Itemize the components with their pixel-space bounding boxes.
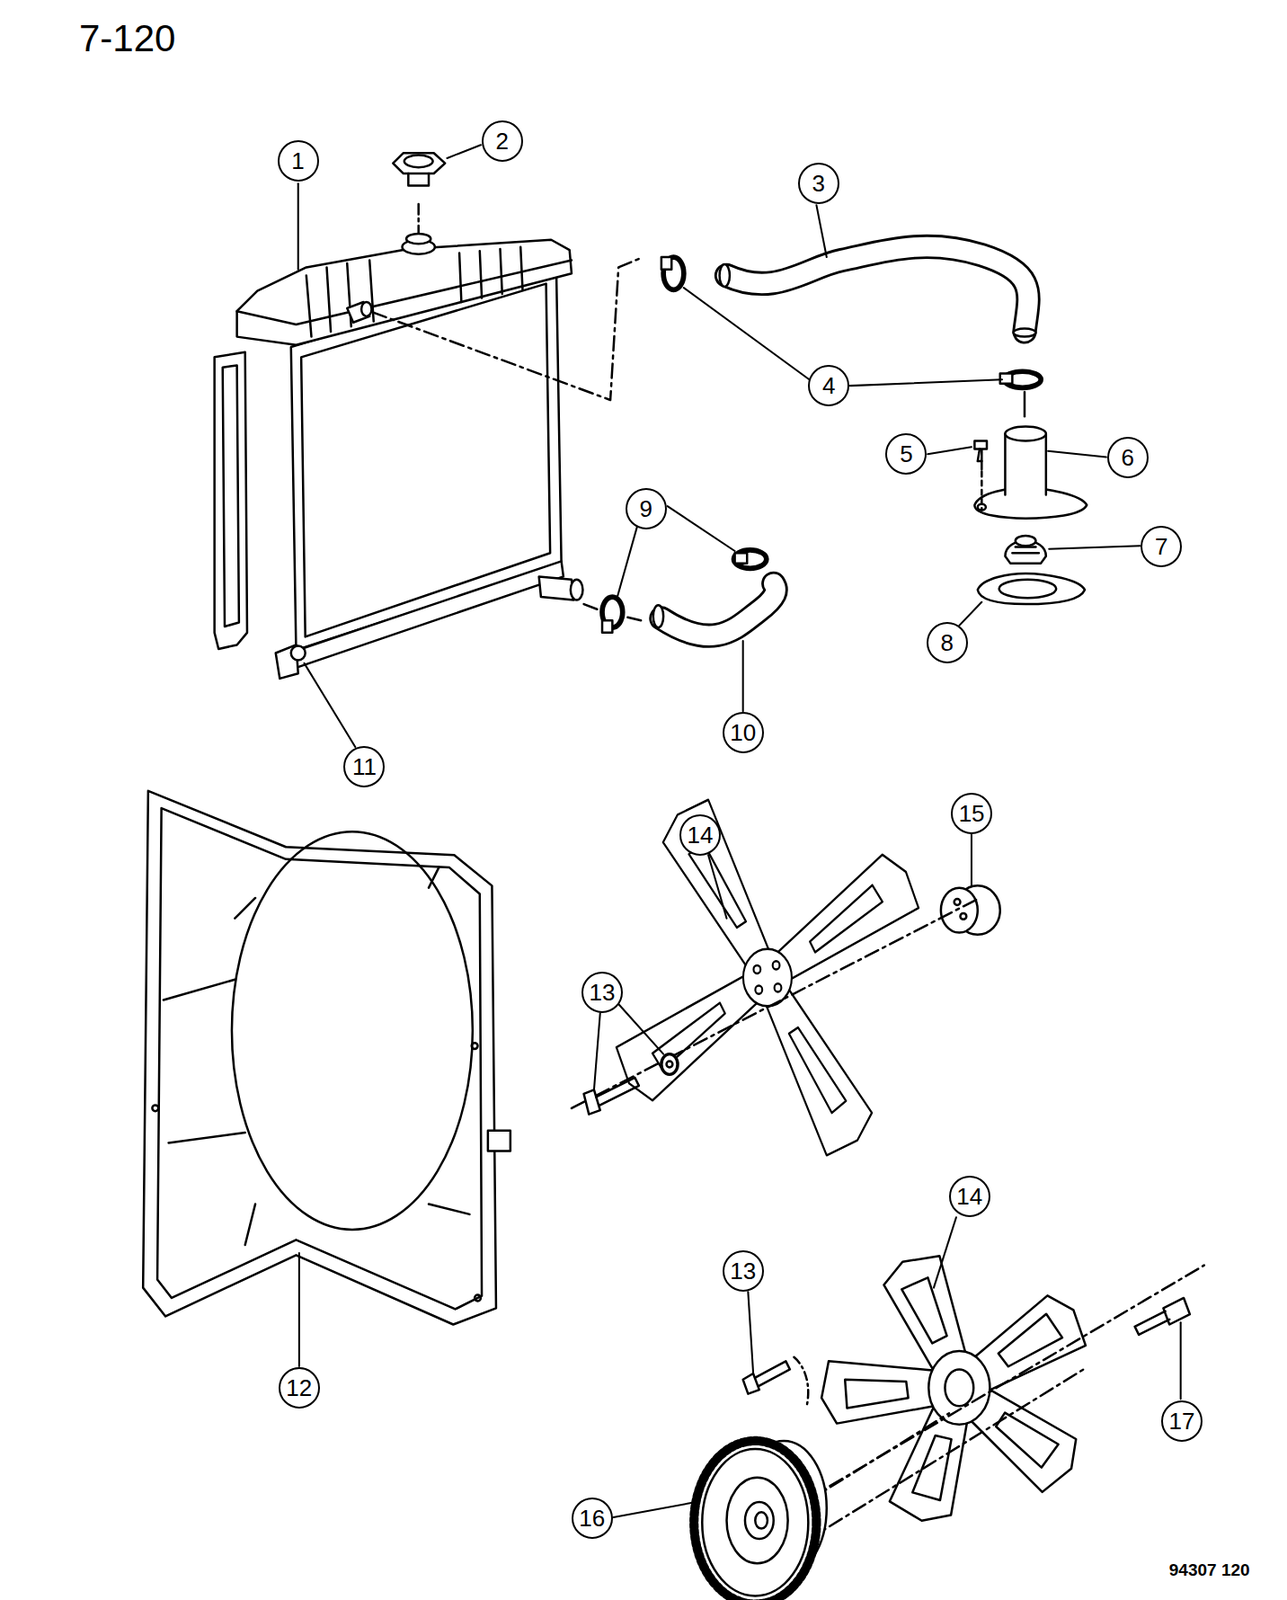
- callout-number: 15: [950, 792, 993, 835]
- callout-number: 6: [1107, 436, 1149, 479]
- callout-number: 1: [277, 140, 320, 182]
- fan-shroud: [142, 790, 511, 1325]
- drawing-code: 94307 120: [1169, 1561, 1251, 1579]
- upper-hose: [719, 246, 1037, 337]
- callout-number: 7: [1140, 525, 1182, 568]
- page-number: 7-120: [79, 19, 176, 58]
- callout-number: 5: [885, 433, 927, 475]
- thermostat: [1004, 535, 1046, 564]
- fan-blade: [612, 795, 924, 1160]
- callout-number: 4: [807, 364, 850, 407]
- callout-number: 17: [1161, 1400, 1203, 1442]
- gasket: [977, 573, 1085, 604]
- callout-number: 11: [343, 745, 385, 788]
- radiator-cap: [392, 152, 445, 186]
- lower-hose: [584, 550, 777, 636]
- callout-number: 3: [798, 162, 840, 205]
- bolt: [584, 1054, 678, 1115]
- callout-number: 10: [722, 711, 764, 754]
- callout-number: 2: [481, 120, 524, 162]
- callout-number: 12: [278, 1366, 320, 1409]
- radiator: [214, 204, 644, 679]
- thermostat-housing: [974, 426, 1087, 519]
- callout-number: 8: [926, 621, 968, 664]
- callout-number: 16: [571, 1497, 613, 1539]
- callout-number: 14: [679, 814, 721, 856]
- callout-number: 13: [722, 1250, 764, 1292]
- fan-clutch: [693, 1440, 827, 1600]
- callout-number: 14: [949, 1175, 991, 1217]
- hose-clamp: [661, 257, 1041, 417]
- leader-line: [298, 144, 1181, 1518]
- callout-number: 9: [625, 488, 667, 530]
- bolt: [743, 1297, 1190, 1409]
- fan-spacer: [940, 885, 1001, 934]
- callout-number: 13: [581, 971, 623, 1013]
